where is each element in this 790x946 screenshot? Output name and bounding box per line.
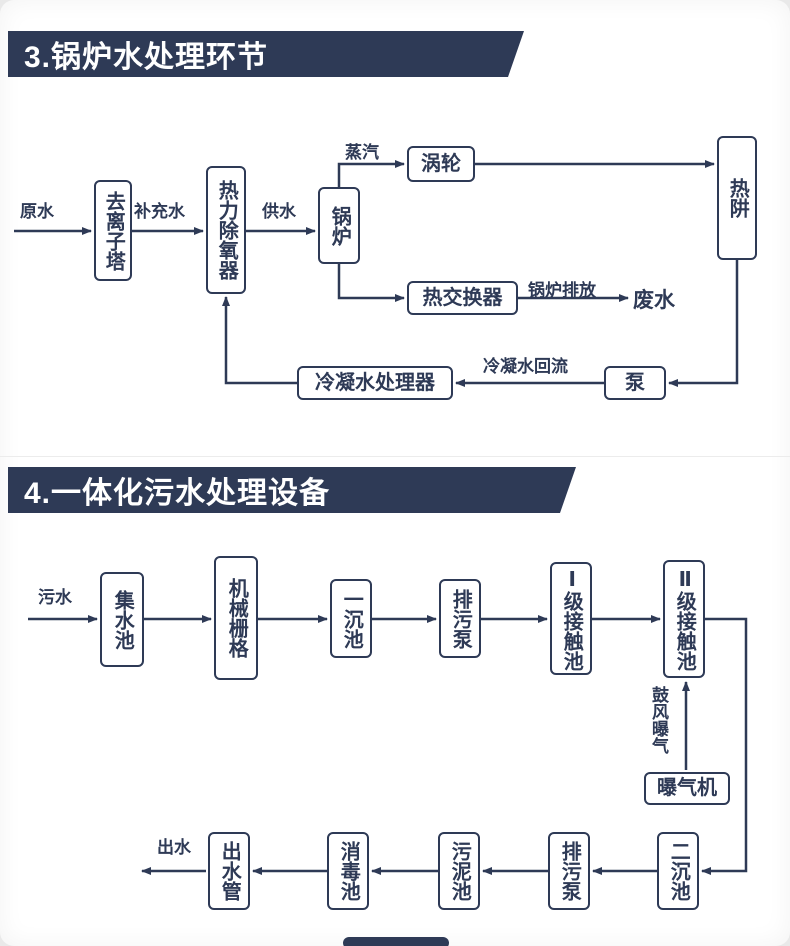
node-mech-grid: 机械栅格 xyxy=(214,556,258,680)
node-turbine: 涡轮 xyxy=(407,146,475,182)
node-outlet-pipe: 出水管 xyxy=(208,832,250,910)
node-sewage-pump-1: 排污泵 xyxy=(439,579,481,658)
node-secondary-sed: 二沉池 xyxy=(657,832,699,910)
node-boiler: 锅炉 xyxy=(318,187,360,264)
edge-boiler-to-heatexchanger xyxy=(337,264,405,302)
label-steam: 蒸汽 xyxy=(345,143,379,162)
section2-banner: 4.一体化污水处理设备 xyxy=(8,467,576,513)
node-heat-sink: 热阱 xyxy=(717,136,757,260)
section-divider xyxy=(0,456,790,457)
edge-heatsink-to-pump xyxy=(668,260,739,387)
node-primary-sed: 一沉池 xyxy=(330,579,372,658)
edge-contact2-to-secondarysed xyxy=(701,617,748,875)
section1-banner: 3.锅炉水处理环节 xyxy=(8,31,524,77)
node-disinfect-tank: 消毒池 xyxy=(327,832,369,910)
label-waste-water: 废水 xyxy=(633,289,675,312)
label-sewage: 污水 xyxy=(38,588,72,607)
label-raw-water: 原水 xyxy=(20,202,54,221)
node-aerator: 曝气机 xyxy=(644,772,730,805)
label-blast-aeration: 鼓风曝气 xyxy=(649,686,668,754)
node-contact-tank-1: Ⅰ级接触池 xyxy=(550,562,592,675)
node-pump: 泵 xyxy=(604,366,666,400)
label-condensate-return: 冷凝水回流 xyxy=(483,357,568,376)
node-deaerator: 热力除氧器 xyxy=(206,166,246,294)
label-out-water: 出水 xyxy=(157,838,191,857)
label-supply-water: 供水 xyxy=(262,202,296,221)
label-boiler-discharge: 锅炉排放 xyxy=(528,281,596,300)
node-contact-tank-2: Ⅱ级接触池 xyxy=(663,560,705,678)
node-heat-exchanger: 热交换器 xyxy=(407,281,518,315)
node-sludge-tank: 污泥池 xyxy=(438,832,480,910)
section2-title: 4.一体化污水处理设备 xyxy=(24,477,331,510)
bottom-indicator xyxy=(343,937,449,946)
node-condensate-processor: 冷凝水处理器 xyxy=(297,366,453,400)
node-sewage-pump-2: 排污泵 xyxy=(548,832,590,910)
section1-title: 3.锅炉水处理环节 xyxy=(24,41,269,74)
edge-boiler-to-turbine xyxy=(337,160,405,187)
label-makeup-water: 补充水 xyxy=(134,202,185,221)
edge-processor-to-deaerator xyxy=(222,296,297,385)
node-collect-tank: 集水池 xyxy=(100,572,144,667)
node-deion-tower: 去离子塔 xyxy=(94,180,132,281)
